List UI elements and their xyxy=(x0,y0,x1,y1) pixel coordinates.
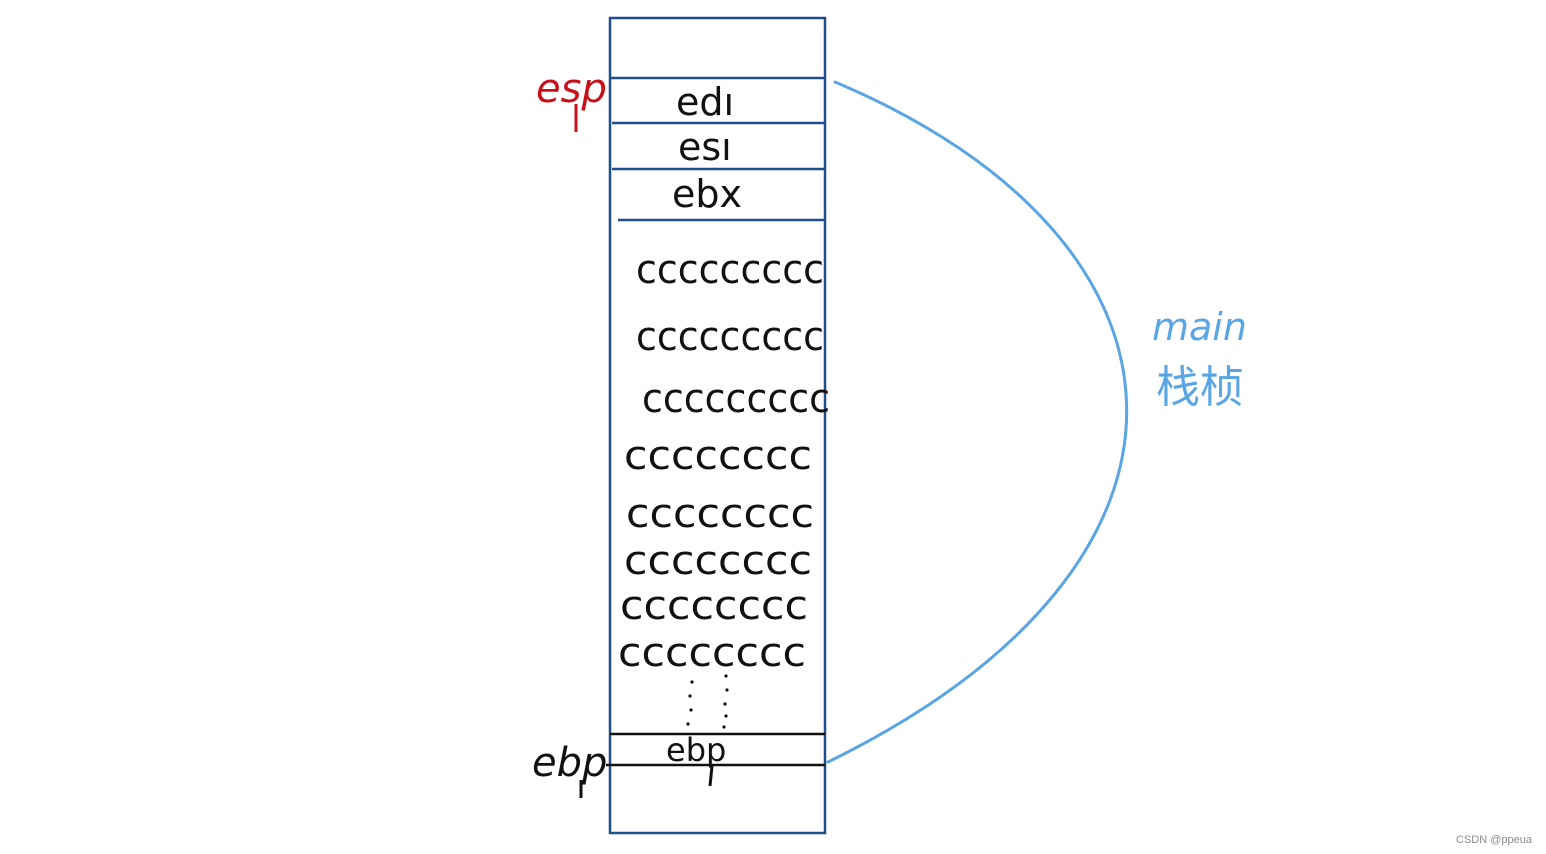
fill-row: ccccccccc xyxy=(636,247,824,293)
fill-row: cccccccc xyxy=(618,630,806,676)
fill-row: cccccccc xyxy=(624,433,812,479)
fill-row: ccccccccc xyxy=(642,376,830,422)
slot-esi-label: esı xyxy=(678,125,732,169)
esp-pointer-label: esp xyxy=(536,66,607,112)
fill-row: cccccccc xyxy=(620,583,808,629)
ebp-slot-tick xyxy=(708,765,714,787)
fill-row: cccccccc xyxy=(624,538,812,584)
fill-row: ccccccccc xyxy=(636,314,824,360)
main-frame-brace xyxy=(826,80,1129,764)
stack-column xyxy=(608,16,827,835)
continuation-dots xyxy=(686,674,729,729)
fill-row: cccccccc xyxy=(626,491,814,537)
main-frame-label: main xyxy=(1152,305,1247,349)
slot-ebp-label: ebp xyxy=(666,731,726,769)
ebp-pointer-label: ebp xyxy=(532,740,607,786)
watermark: CSDN @ppeua xyxy=(1456,834,1532,846)
main-frame-label-cn: 栈桢 xyxy=(1156,362,1244,413)
slot-edi-label: edı xyxy=(676,80,734,124)
slot-ebx-label: ebx xyxy=(672,172,742,216)
